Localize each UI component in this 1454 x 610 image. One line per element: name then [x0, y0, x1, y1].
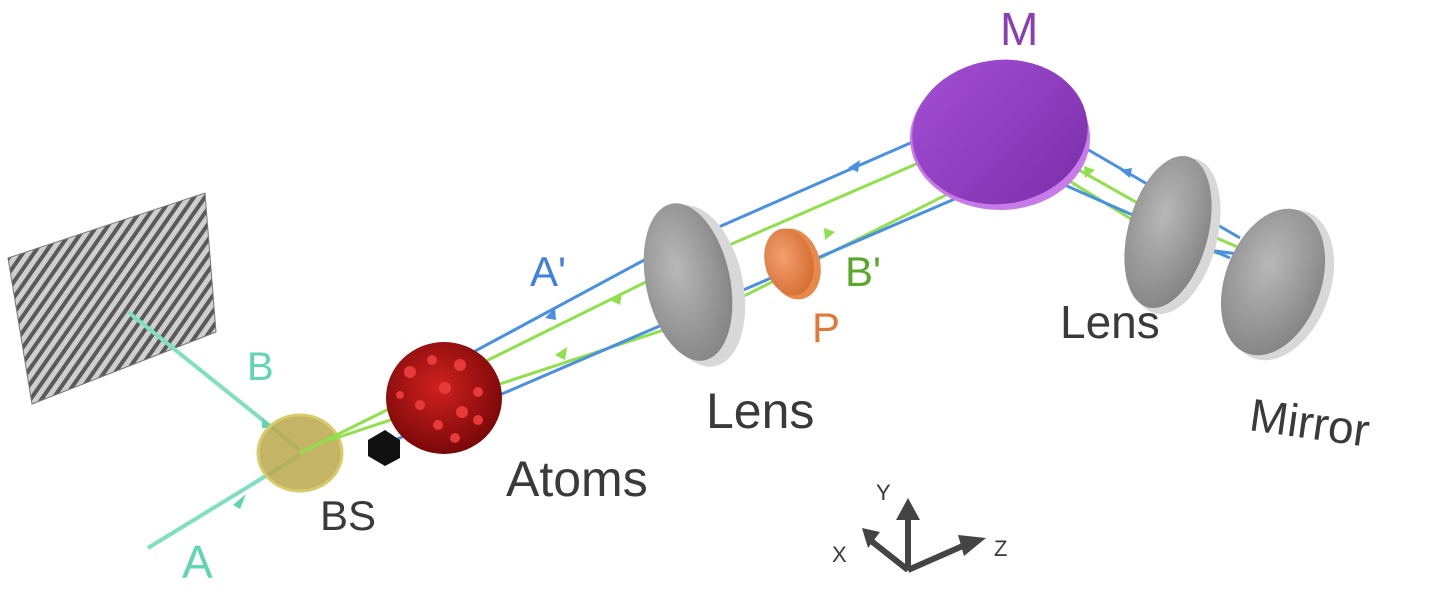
interference-screen [7, 192, 217, 405]
label-lens-1: Lens [706, 383, 814, 439]
label-lens-2: Lens [1060, 296, 1160, 348]
beam-a-arrow [233, 494, 246, 509]
atoms-cloud [386, 342, 502, 454]
blue-beams [394, 128, 1246, 442]
label-mirror-m: M [1000, 3, 1038, 55]
axis-label-x: X [832, 542, 847, 567]
label-beam-splitter: BS [320, 492, 376, 539]
mirror-m [910, 59, 1090, 210]
label-beam-a-prime: A' [530, 248, 566, 295]
label-polarizer: P [812, 304, 840, 351]
axis-label-z: Z [994, 536, 1007, 561]
coordinate-axes [862, 498, 986, 573]
lens-1 [643, 203, 746, 367]
polarizer [764, 228, 821, 300]
end-mirror [1220, 208, 1335, 361]
label-mirror: Mirror [1247, 388, 1373, 456]
label-beam-a: A [182, 536, 213, 588]
detector-block [368, 430, 400, 466]
axis-label-y: Y [876, 480, 891, 505]
lens-2 [1124, 155, 1221, 315]
label-beam-b: B [247, 345, 274, 389]
label-atoms: Atoms [506, 451, 648, 507]
label-beam-b-prime: B' [845, 248, 881, 295]
